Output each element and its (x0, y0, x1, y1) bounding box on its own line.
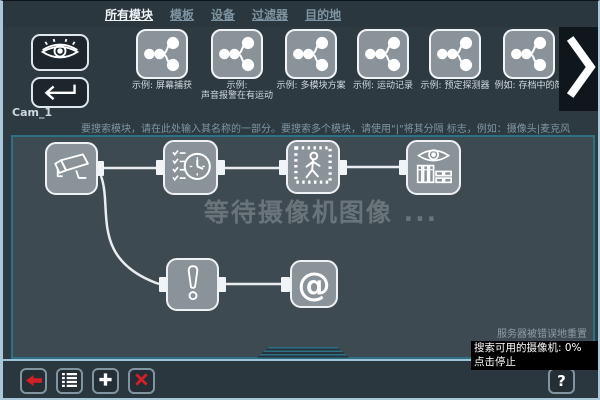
flow-connections (95, 160, 408, 292)
flow-diagram-icon (429, 29, 481, 79)
delete-button[interactable] (128, 368, 155, 394)
chevron-right-icon (563, 34, 597, 104)
menubar: 所有模块 模板 设备 过滤器 目的地 (3, 1, 598, 27)
module-label: 示例: 预定探测器 (420, 81, 490, 91)
module-label: 例如: 存档中的简 (494, 81, 564, 91)
flow-diagram-icon (357, 29, 409, 79)
return-arrow-icon (40, 81, 80, 105)
module-archive[interactable]: 例如: 存档中的简 (486, 29, 572, 91)
module-label: 示例: 声音报警在有运动 (200, 81, 273, 101)
node-schedule[interactable] (163, 140, 218, 195)
module-label: 示例: 屏幕捕获 (132, 81, 192, 91)
module-list-button[interactable] (56, 368, 83, 394)
menu-templates[interactable]: 模板 (170, 7, 195, 22)
preview-button[interactable] (31, 34, 89, 71)
cctv-camera-icon (51, 146, 93, 192)
node-email[interactable]: @ (290, 260, 338, 308)
camera-search-tooltip[interactable]: 搜索可用的摄像机: 0% 点击停止 (471, 341, 598, 370)
flow-diagram-icon (285, 29, 337, 79)
question-mark-icon: ? (557, 372, 566, 390)
email-icon: @ (297, 264, 331, 304)
menu-devices[interactable]: 设备 (211, 7, 236, 22)
warning-icon (172, 262, 214, 308)
eye-icon (38, 38, 82, 68)
flow-canvas[interactable]: 等待摄像机图像 ... (11, 135, 595, 359)
tooltip-progress: 搜索可用的摄像机: 0% (474, 342, 582, 354)
list-icon (62, 372, 77, 391)
node-motion-detector[interactable] (286, 140, 340, 194)
bottombar: ? (3, 359, 598, 398)
go-back-button[interactable] (20, 368, 47, 394)
red-left-arrow-icon (25, 372, 43, 391)
menu-destinations[interactable]: 目的地 (305, 7, 342, 22)
menu-all-modules[interactable]: 所有模块 (105, 7, 154, 22)
flow-diagram-icon (211, 29, 263, 79)
search-hint: 要搜索模块，请在此处输入其名称的一部分。要搜索多个模块，请使用"|"将其分隔 标… (81, 124, 571, 135)
motion-detector-icon (291, 143, 335, 191)
waiting-watermark: 等待摄像机图像 ... (203, 198, 439, 227)
node-camera[interactable] (45, 142, 98, 195)
toolbar-scroll-right[interactable] (559, 27, 598, 111)
server-status-note: 服务器被错误地重置 (497, 329, 587, 340)
module-label: 示例: 多模块方案 (276, 81, 346, 91)
menu-filters[interactable]: 过滤器 (252, 7, 289, 22)
flow-diagram-icon (136, 29, 188, 79)
drawer-handle[interactable] (255, 347, 351, 359)
module-scheduled-detector[interactable]: 示例: 预定探测器 (412, 29, 498, 91)
module-motion-record[interactable]: 示例: 运动记录 (340, 29, 426, 91)
node-archive-viewer[interactable] (406, 140, 461, 195)
archive-viewer-icon (411, 143, 457, 193)
module-sound-alarm-on-motion[interactable]: 示例: 声音报警在有运动 (194, 29, 280, 101)
add-module-button[interactable] (92, 368, 119, 394)
tooltip-stop: 点击停止 (474, 355, 516, 368)
plus-icon (98, 372, 113, 391)
node-warning[interactable] (166, 258, 219, 311)
camera-tab[interactable]: Cam_1 (12, 106, 53, 119)
module-screen-capture[interactable]: 示例: 屏幕捕获 (119, 29, 205, 91)
help-button[interactable]: ? (548, 368, 575, 394)
module-multi-module-plan[interactable]: 示例: 多模块方案 (268, 29, 354, 91)
schedule-clock-icon (168, 143, 214, 193)
module-label: 示例: 运动记录 (353, 81, 413, 91)
back-button[interactable] (31, 77, 89, 108)
close-x-icon (134, 372, 149, 391)
flow-diagram-icon (503, 29, 555, 79)
